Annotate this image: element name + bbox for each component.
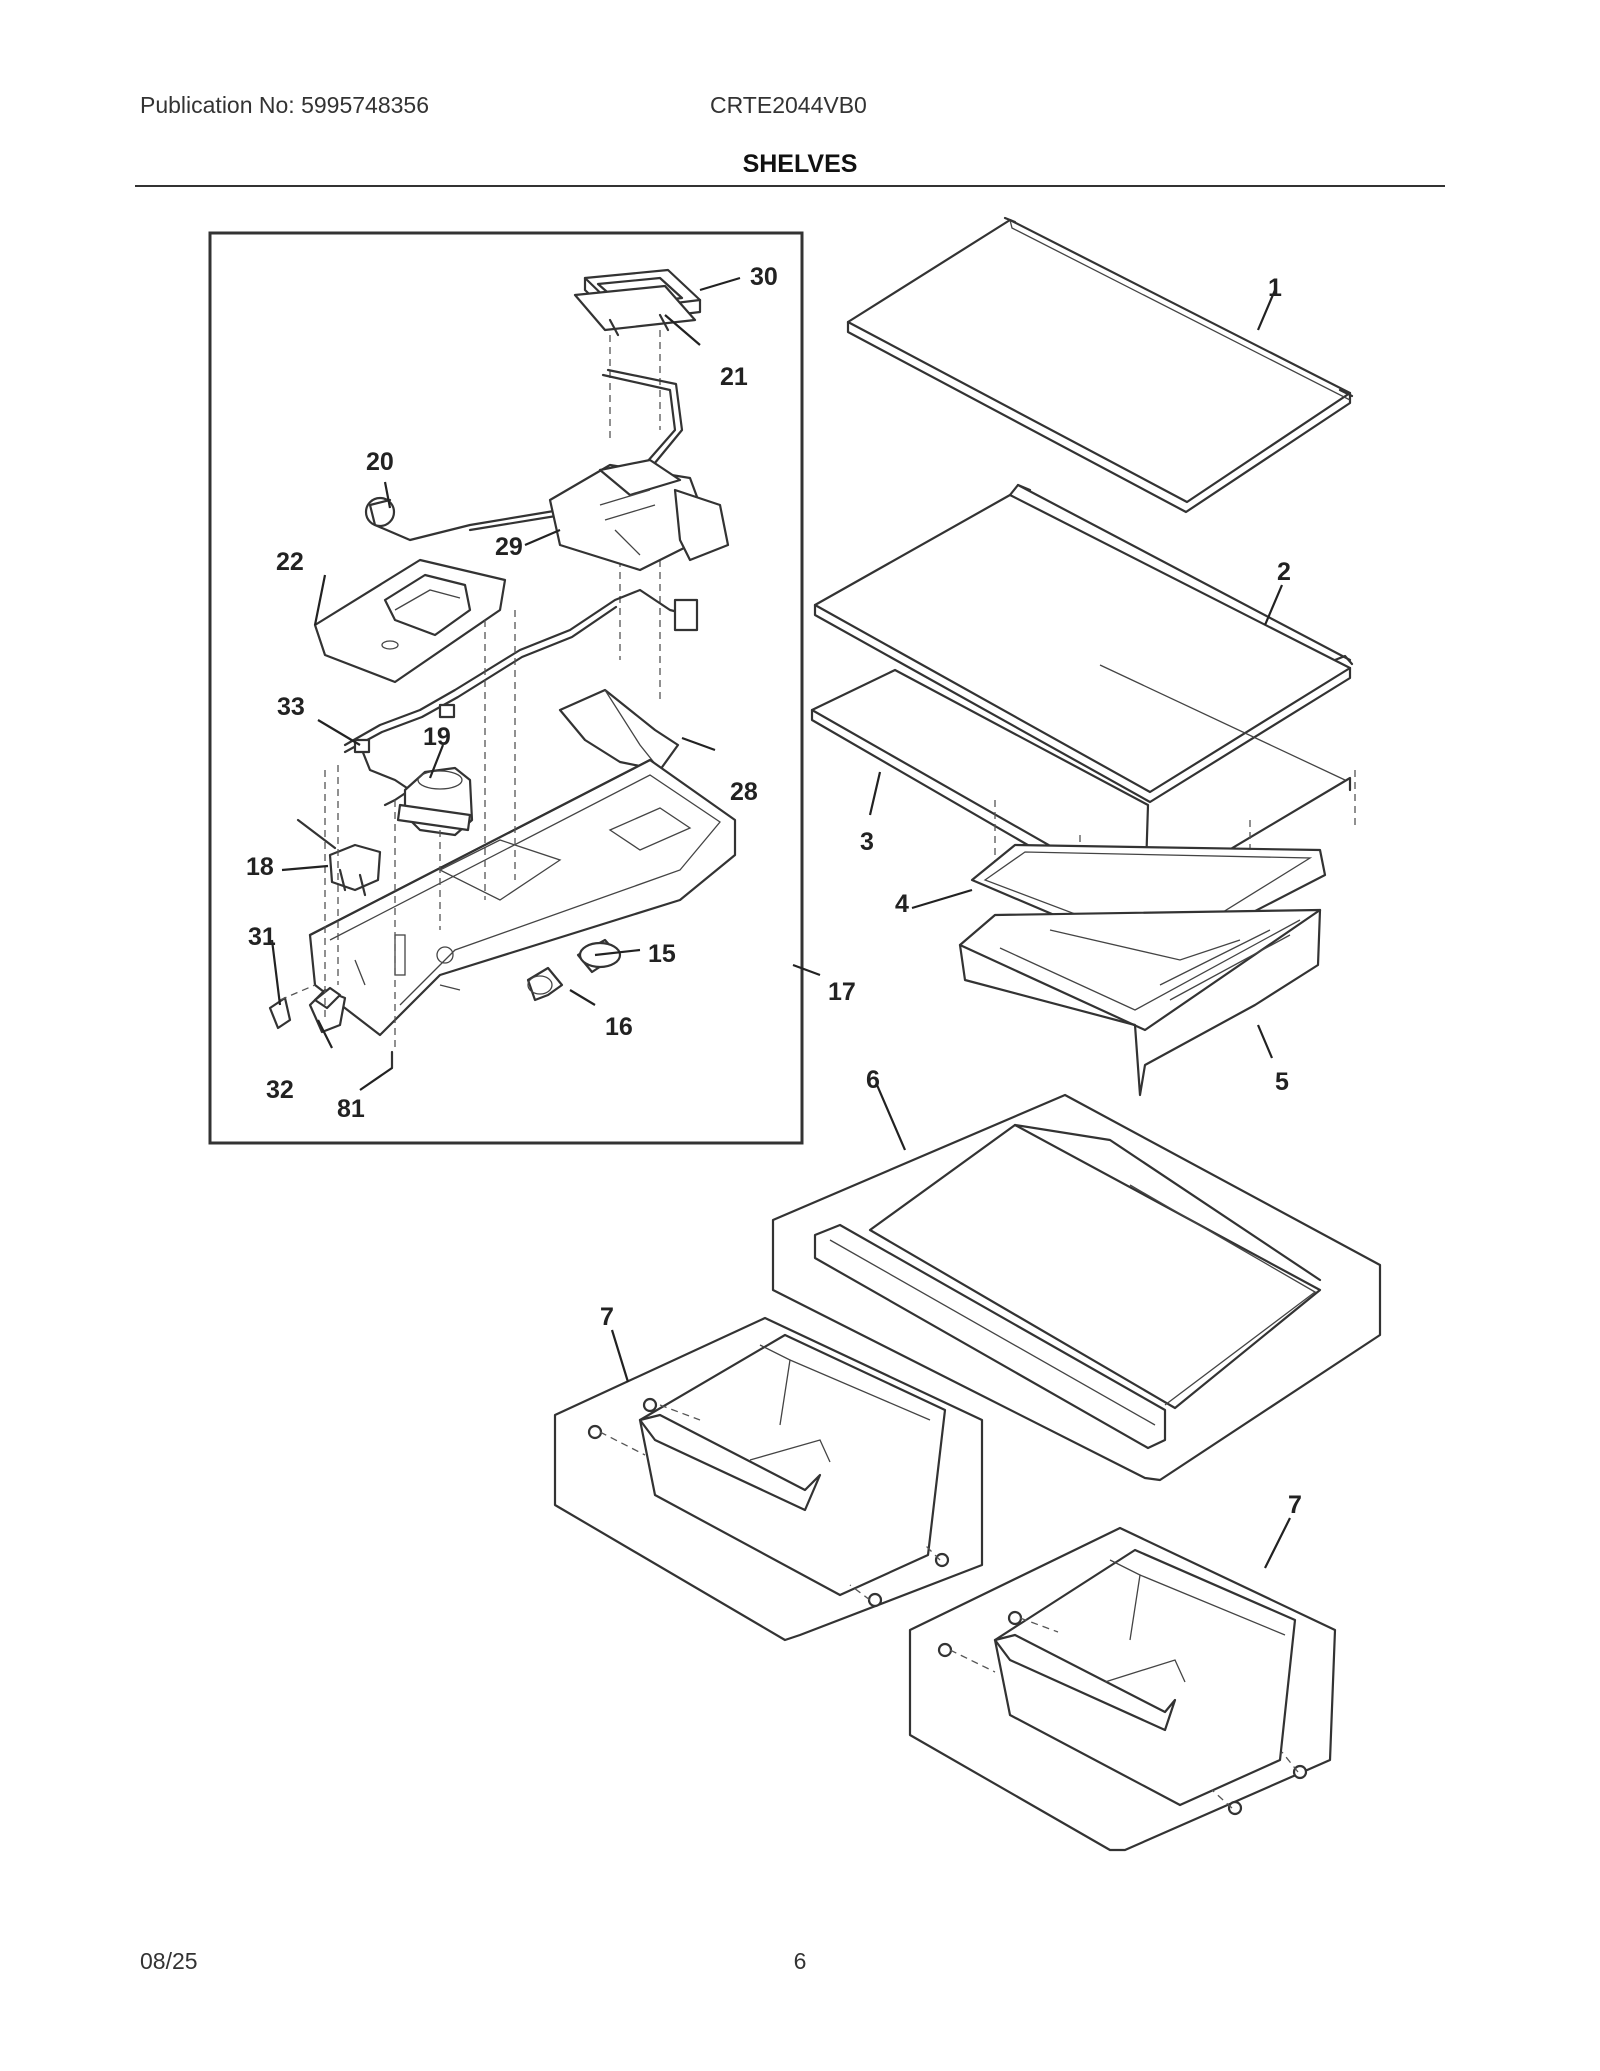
callout-29: 29 (495, 533, 523, 561)
footer-date: 08/25 (140, 1948, 198, 1974)
callout-32: 32 (266, 1076, 294, 1104)
part-29-module-drawing (548, 458, 730, 572)
callout-7b: 7 (1288, 1491, 1302, 1519)
part-33-harness-drawing (343, 588, 699, 807)
callout-4: 4 (895, 890, 909, 918)
header-divider (135, 185, 1445, 187)
part-19-motor-drawing (396, 766, 474, 837)
callout-21: 21 (720, 363, 748, 391)
callout-30: 30 (750, 263, 778, 291)
callout-17: 17 (828, 978, 856, 1006)
page-number: 6 (793, 1948, 807, 1974)
page-title: SHELVES (742, 150, 858, 178)
callout-1: 1 (1268, 274, 1282, 302)
callout-18: 18 (246, 853, 274, 881)
part-32-switch-drawing (308, 986, 347, 1034)
callout-6: 6 (866, 1066, 880, 1094)
model-number: CRTE2044VB0 (710, 92, 867, 118)
part-16-drawing (526, 966, 564, 1002)
part-15-drawing (576, 938, 622, 974)
callout-31: 31 (248, 923, 276, 951)
callout-81: 81 (337, 1095, 365, 1123)
callout-2: 2 (1277, 558, 1291, 586)
part-17-housing-drawing (308, 758, 737, 1037)
part-28-duct-drawing (558, 688, 680, 772)
callout-16: 16 (605, 1013, 633, 1041)
part-18-switch-drawing (296, 818, 382, 897)
callout-28: 28 (730, 778, 758, 806)
callout-7a: 7 (600, 1303, 614, 1331)
callout-22: 22 (276, 548, 304, 576)
callout-20: 20 (366, 448, 394, 476)
callout-5: 5 (1275, 1068, 1289, 1096)
part-5-drawer-drawing (958, 908, 1322, 1097)
part-7a-drawer-drawing (587, 1333, 950, 1608)
callout-33: 33 (277, 693, 305, 721)
callout-19: 19 (423, 723, 451, 751)
callout-3: 3 (860, 828, 874, 856)
callout-15: 15 (648, 940, 676, 968)
assembly-17-frame (208, 231, 804, 1145)
part-21-bracket-drawing (573, 284, 697, 337)
part-2-shelf-drawing (813, 483, 1354, 804)
part-20-wire-drawing (364, 368, 684, 542)
part-22-cover-drawing (313, 558, 507, 684)
part-1-shelf-drawing (846, 216, 1354, 514)
publication-number: Publication No: 5995748356 (140, 92, 430, 118)
part-7b-drawer-drawing (937, 1548, 1308, 1816)
part-6-cover-drawing (813, 1123, 1322, 1450)
